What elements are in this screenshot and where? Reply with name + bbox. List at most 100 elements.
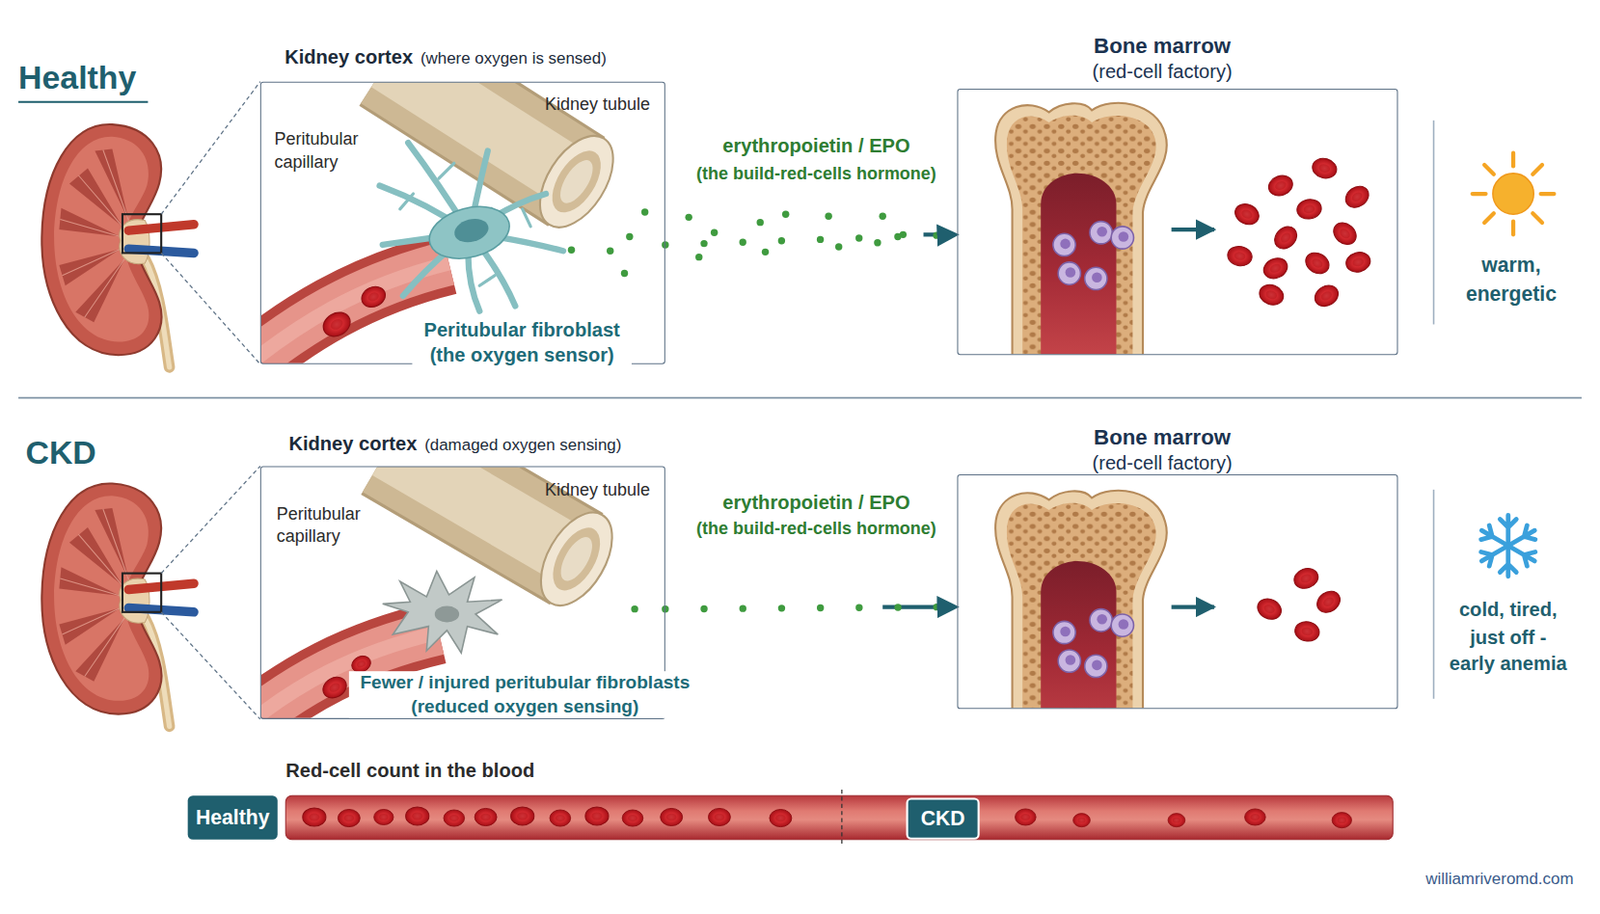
epo-dot: [835, 243, 842, 250]
box-subheading: (red-cell factory): [957, 451, 1366, 477]
red-blood-cell: [1245, 809, 1267, 826]
epo-dot: [824, 213, 832, 220]
state-label: cold, tired, just off - early anemia: [1446, 596, 1570, 678]
sun-icon: [1484, 213, 1494, 223]
kidney-illustration: [41, 124, 194, 368]
cortex-illustration: [400, 162, 531, 286]
cortex-illustration: [479, 275, 495, 287]
epo-dot: [710, 229, 718, 237]
red-blood-cell: [622, 810, 644, 827]
epo-dot: [878, 213, 886, 220]
watermark: williamriveromd.com: [1377, 868, 1573, 890]
kidney-illustration: [41, 483, 194, 727]
red-blood-cell: [1253, 595, 1285, 624]
cortex-illustration: [319, 307, 355, 342]
box-subheading: (red-cell factory): [957, 59, 1366, 85]
red-blood-cell: [374, 809, 394, 825]
box-subheading: (damaged oxygen sensing): [424, 434, 622, 456]
part-label: Peritubular capillary: [276, 503, 389, 548]
sun-icon: [1511, 221, 1516, 236]
sun-icon: [1532, 213, 1543, 223]
bone-illustration: [995, 490, 1167, 708]
section-separator: [18, 397, 1582, 400]
box-heading: Bone marrow: [957, 32, 1366, 60]
epo-dot: [684, 214, 692, 221]
red-blood-cell: [337, 809, 360, 827]
red-blood-cell: [1256, 281, 1287, 309]
sun-icon: [1484, 164, 1494, 175]
flow-arrow: [882, 604, 951, 609]
cortex-illustration: [542, 519, 610, 598]
box-heading: Bone marrow: [957, 424, 1366, 452]
zoom-leader-line: [161, 612, 261, 720]
sun-icon: [1472, 153, 1555, 236]
badge-outlined: CKD: [906, 797, 980, 840]
epo-dot: [761, 248, 769, 256]
red-blood-cell: [549, 810, 571, 827]
zoom-leader-line: [161, 252, 261, 364]
flow-arrow: [882, 229, 1215, 607]
sun-icon: [1511, 153, 1516, 167]
epo-dot: [782, 210, 789, 217]
epo-dot: [630, 605, 638, 613]
cortex-illustration: [524, 123, 628, 241]
kidney-illustration: [41, 483, 194, 727]
red-blood-cell: [660, 808, 683, 826]
red-blood-cell: [1270, 221, 1302, 253]
cortex-illustration: [451, 215, 491, 246]
red-blood-cell: [1343, 249, 1373, 275]
epo-dot: [641, 208, 649, 216]
cortex-illustration: [434, 605, 460, 623]
zoom-leader-line: [161, 81, 261, 216]
cortex-illustration: [522, 209, 531, 227]
part-label: Kidney tubule: [544, 93, 651, 116]
red-blood-cell: [443, 810, 465, 827]
epo-dot: [621, 270, 628, 277]
badge: Healthy: [188, 795, 278, 840]
blood-vessel-bar: [285, 789, 1393, 846]
red-blood-cell: [1073, 813, 1091, 828]
divider-line: [1433, 489, 1436, 700]
red-blood-cell: [1015, 809, 1037, 826]
section-heading: Healthy: [18, 56, 136, 99]
section-underline: [18, 101, 148, 104]
cortex-illustration: [438, 162, 455, 179]
red-blood-cell: [585, 807, 609, 826]
box-subheading: (where oxygen is sensed): [420, 48, 607, 69]
red-blood-cell: [1331, 813, 1352, 829]
edge-label: erythropoietin / EPO: [663, 134, 970, 160]
badge-text: Healthy: [188, 795, 278, 840]
epo-dot: [568, 246, 575, 254]
red-blood-cell: [302, 808, 326, 827]
edge-label: erythropoietin / EPO: [663, 490, 970, 516]
sun-icon: [1472, 153, 1555, 236]
cortex-illustration: [542, 142, 611, 221]
sun-icon: [1532, 164, 1543, 175]
cell-label: Fewer / injured peritubular fibroblasts …: [349, 671, 702, 718]
red-blood-cell: [1341, 182, 1373, 213]
epo-dot: [757, 218, 764, 226]
cortex-illustration: [526, 500, 627, 618]
divider-line: [1433, 120, 1436, 326]
sun-icon: [1492, 173, 1534, 215]
epo-connector: [665, 606, 958, 609]
part-label: Kidney tubule: [544, 479, 651, 502]
red-blood-cell: [1310, 281, 1342, 311]
zoom-leader-line: [161, 466, 261, 574]
organ-box: Bone marrow(red-cell factory): [956, 474, 1398, 709]
kidney-illustration: [41, 124, 194, 368]
snowflake-icon: [1477, 515, 1539, 576]
state-label: warm, energetic: [1455, 250, 1568, 308]
red-blood-cell: [302, 807, 1353, 829]
section-separator: [18, 397, 1582, 399]
hormone-note: (the build-red-cells hormone): [663, 517, 970, 541]
red-blood-cell: [769, 809, 792, 827]
epo-dot: [568, 208, 907, 613]
cortex-illustration: [524, 123, 628, 241]
red-blood-cell: [1231, 200, 1263, 229]
hormone-note: (the build-red-cells hormone): [663, 162, 970, 186]
flow-arrow: [1171, 227, 1215, 232]
badge-text: CKD: [908, 800, 978, 839]
